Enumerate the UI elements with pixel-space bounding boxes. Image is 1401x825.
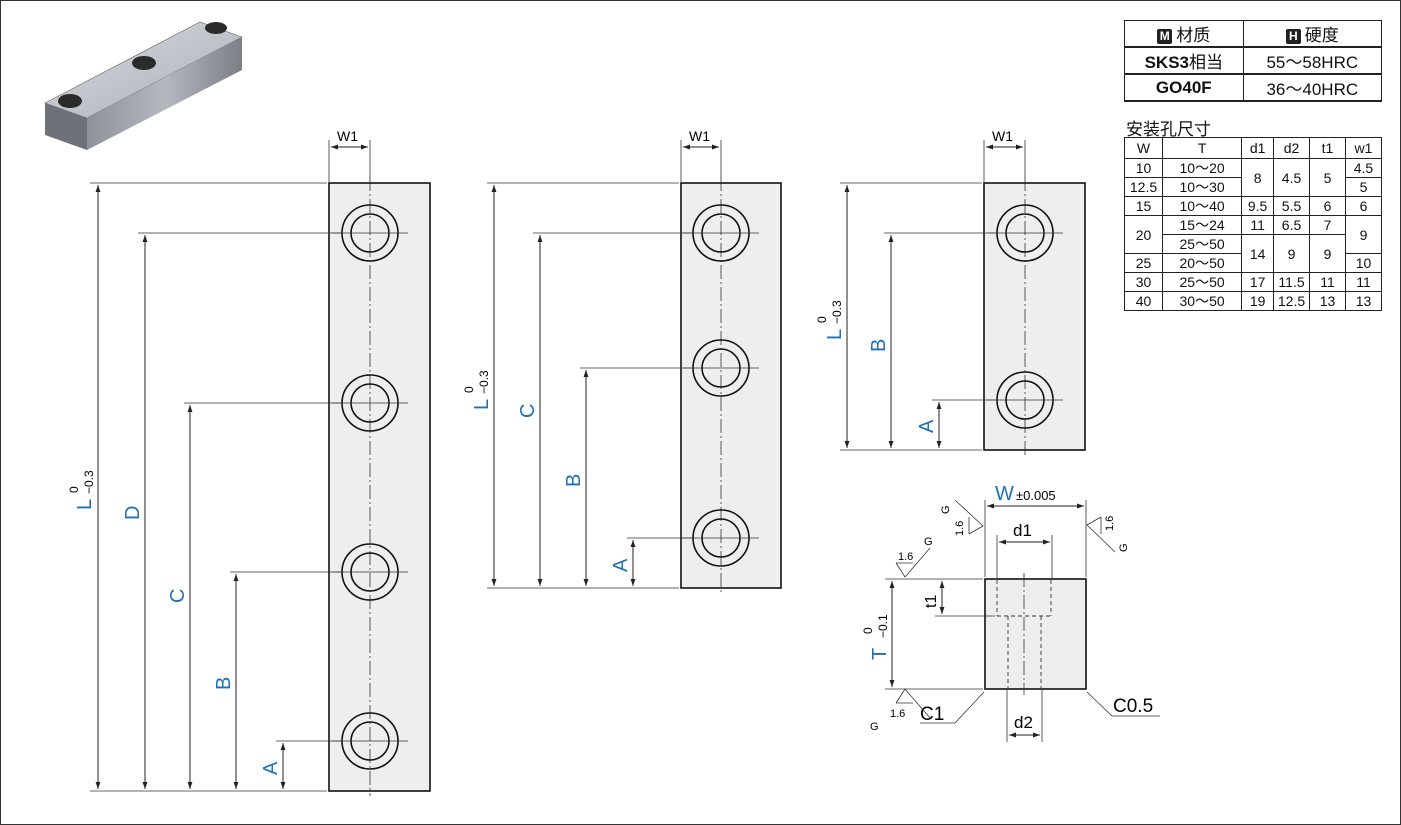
hole-table-title: 安装孔尺寸	[1126, 120, 1211, 139]
svg-text:−0.3: −0.3	[82, 470, 96, 494]
dim-B: B	[563, 474, 585, 487]
dim-B: B	[868, 339, 890, 352]
w1-label: W1	[337, 128, 358, 144]
dim-d2: d2	[1014, 713, 1033, 732]
table-row: GO40F 36～40HRC	[1124, 73, 1383, 102]
dim-C: C	[517, 404, 539, 418]
chamfer-C1: C1	[920, 704, 944, 725]
svg-text:1.6: 1.6	[954, 521, 966, 536]
dim-L: L	[471, 399, 493, 410]
surface-finish-top-left: 1.6 G	[895, 536, 933, 578]
svg-text:0: 0	[462, 386, 476, 393]
w1-label: W1	[992, 128, 1013, 144]
badge-h-icon: H	[1285, 29, 1301, 44]
dim-B: B	[213, 677, 235, 690]
dim-A: A	[610, 558, 632, 572]
chamfer-C05: C0.5	[1113, 696, 1153, 717]
dim-L: L	[824, 329, 846, 340]
view-two-holes: W1 L 0 −0.3 B A	[815, 128, 1086, 456]
svg-text:1.6: 1.6	[898, 551, 913, 563]
dim-L: L	[74, 499, 96, 510]
dim-d1: d1	[1013, 521, 1032, 540]
dim-D: D	[122, 506, 144, 520]
view-three-holes: W1 L 0 −0.3 C B A	[462, 128, 782, 594]
dim-A: A	[260, 761, 282, 775]
svg-text:−0.3: −0.3	[830, 300, 844, 324]
svg-text:−0.1: −0.1	[876, 614, 890, 638]
svg-text:0: 0	[861, 627, 875, 634]
svg-text:−0.3: −0.3	[477, 370, 491, 394]
surface-finish-right-side: 1.6 G	[1086, 516, 1130, 553]
badge-m-icon: M	[1157, 29, 1173, 44]
surface-finish-left-side: 1.6 G	[940, 499, 984, 536]
product-photo	[44, 21, 243, 150]
svg-text:G: G	[870, 721, 879, 733]
svg-text:G: G	[1118, 543, 1130, 552]
w1-label: W1	[689, 128, 710, 144]
dim-C: C	[167, 589, 189, 603]
view-four-holes: W1 L 0 −0.3 D C B A	[67, 128, 431, 796]
dim-A: A	[916, 419, 938, 433]
svg-text:0: 0	[815, 316, 829, 323]
svg-text:G: G	[940, 505, 952, 514]
svg-text:1.6: 1.6	[890, 708, 905, 720]
surface-finish-bottom-left: 1.6 G	[870, 688, 931, 733]
dim-T: T	[869, 648, 891, 660]
svg-text:G: G	[924, 536, 933, 548]
svg-text:0: 0	[67, 486, 81, 493]
section-view: W ±0.005 d1 d2 t1 T 0 −0.1 C1 C0.5 1.6	[861, 483, 1160, 742]
dim-W: W	[995, 483, 1014, 505]
svg-text:1.6: 1.6	[1104, 516, 1116, 531]
svg-text:±0.005: ±0.005	[1016, 488, 1056, 503]
table-header-row: W T d1 d2 t1 w1	[1123, 137, 1383, 159]
dim-t1: t1	[923, 595, 940, 608]
table-row: SKS3相当 55～58HRC	[1124, 46, 1383, 75]
